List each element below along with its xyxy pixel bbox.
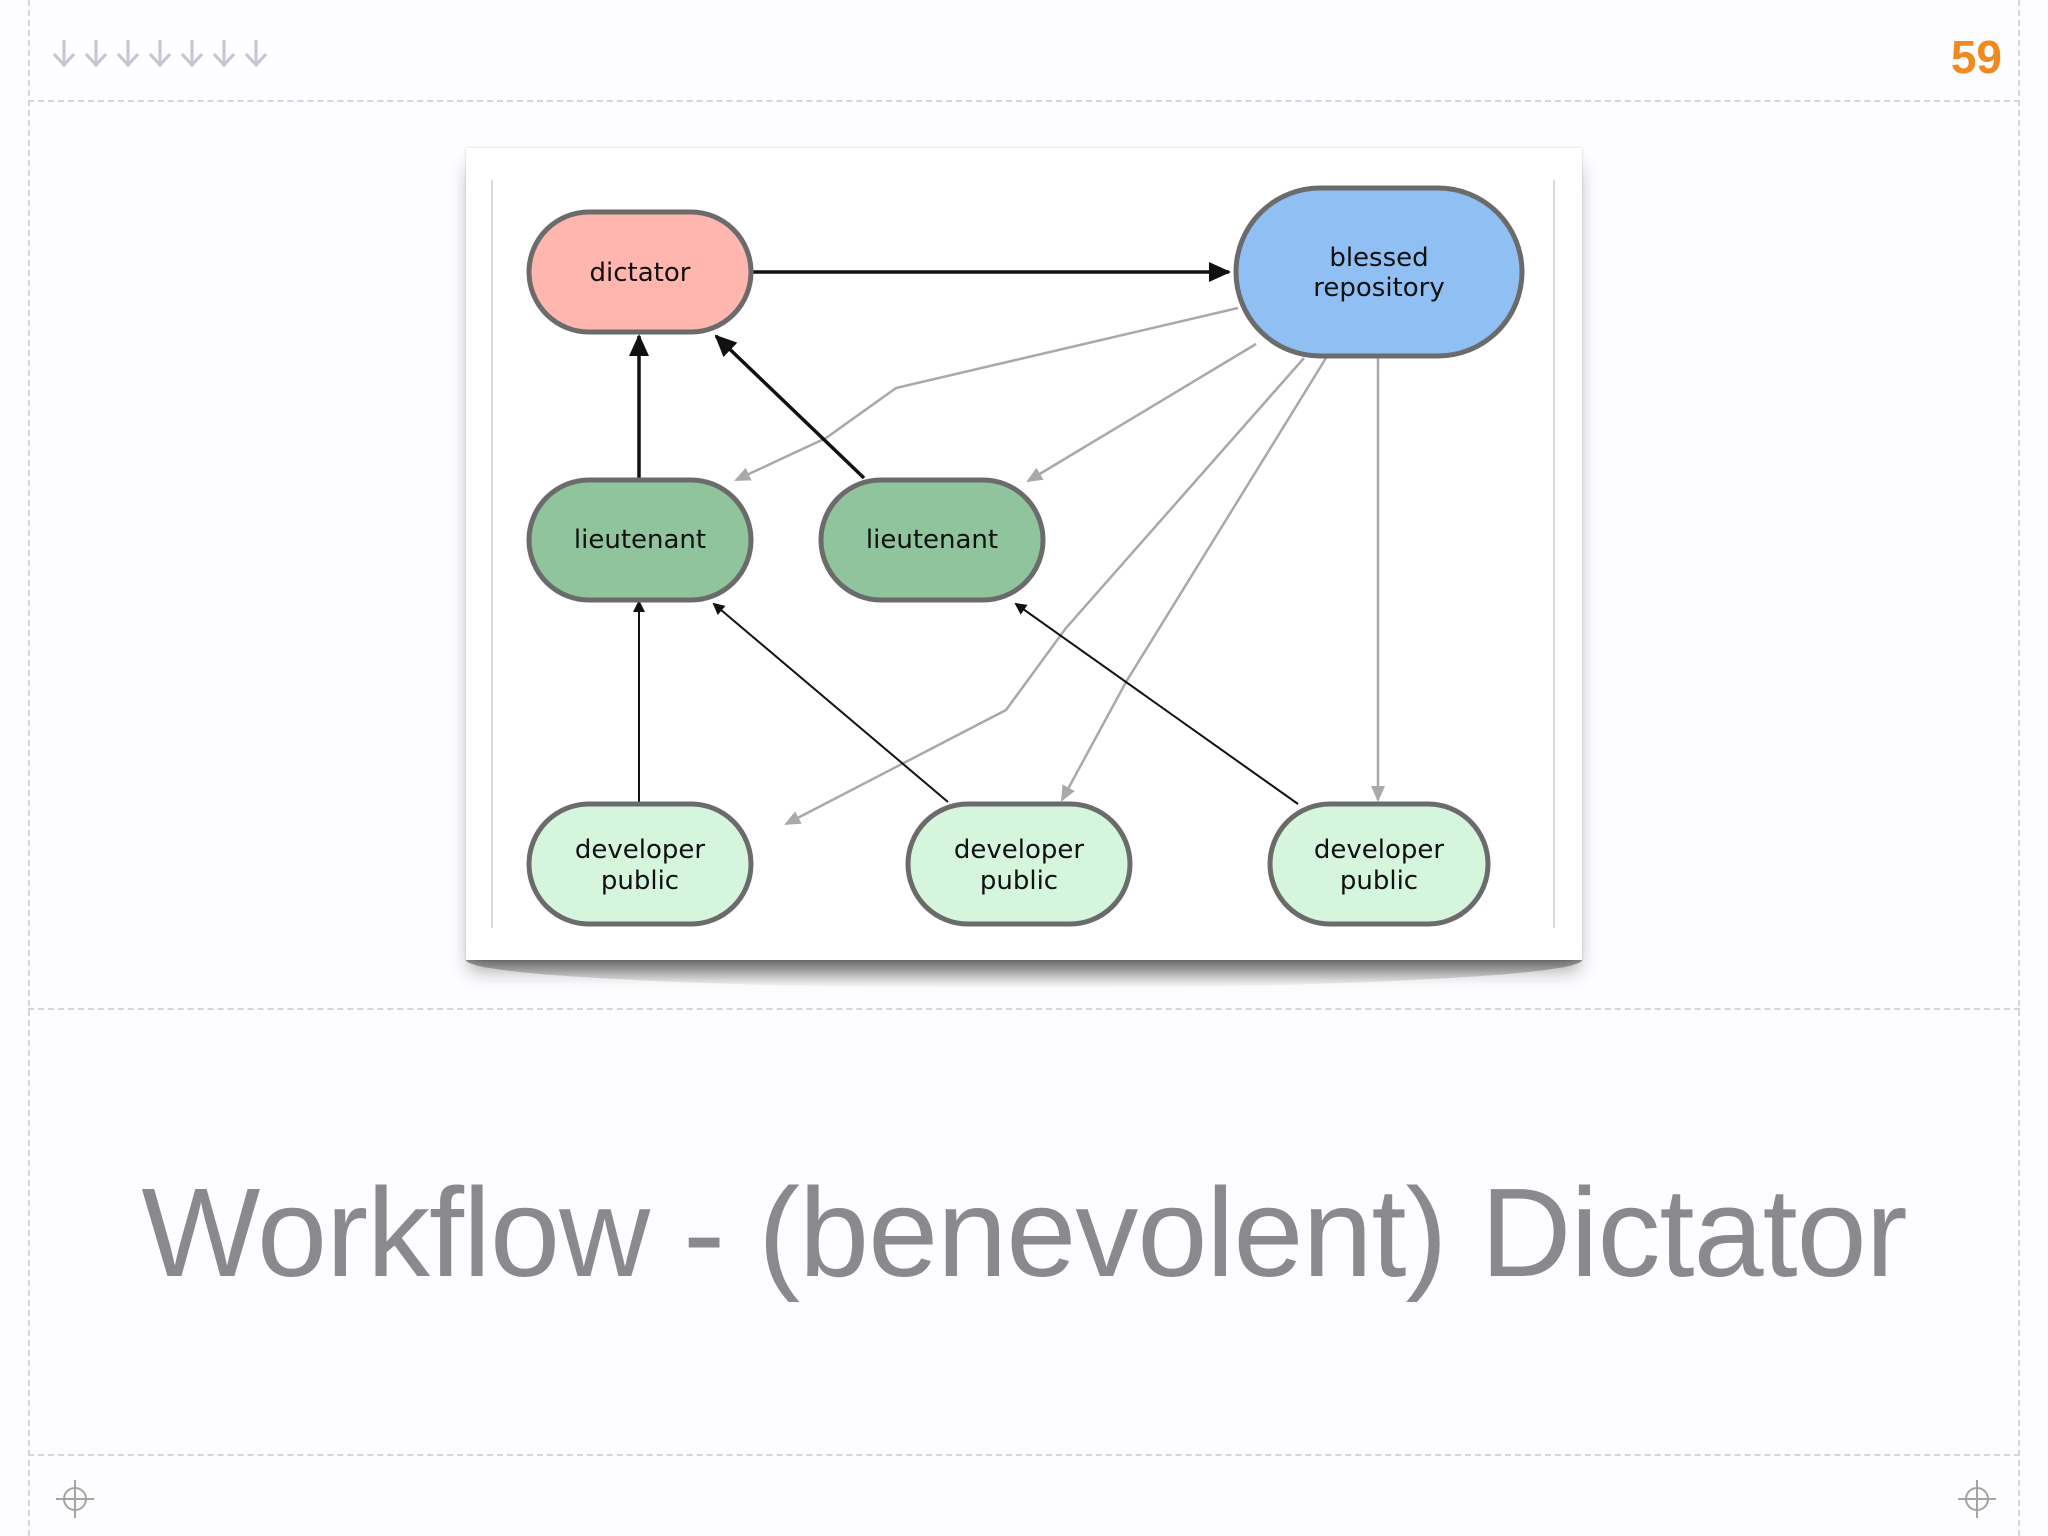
node-developer-2-line-1: developer [954,835,1085,865]
push-arrow-lieutenant-2-to-dictator [714,334,866,480]
node-lieutenant-1: lieutenant [526,477,754,603]
node-lieutenant-1-label: lieutenant [574,525,706,555]
photo-shadow [466,960,1582,988]
down-arrow-icon[interactable] [178,38,206,68]
pull-arrow-blessed-to-lieutenant-1 [734,306,1239,482]
diagram-photo: dictator blessed repository lieutenant l… [466,148,1582,960]
page-number: 59 [1950,31,2002,83]
node-developer-3-line-2: public [1340,866,1418,896]
middle-divider [28,1008,2020,1010]
node-blessed-repository: blessed repository [1233,185,1525,359]
node-developer-1-line-1: developer [575,835,706,865]
node-developer-3-line-1: developer [1314,835,1445,865]
node-lieutenant-2-label: lieutenant [866,525,998,555]
node-developer-public-3: developer public [1267,801,1491,927]
node-blessed-line-1: blessed [1329,243,1428,273]
pull-arrow-blessed-to-developer-2 [1060,357,1328,802]
node-developer-public-1: developer public [526,801,754,927]
workflow-diagram: dictator blessed repository lieutenant l… [491,180,1555,928]
bottom-divider [28,1454,2020,1456]
node-blessed-line-2: repository [1313,273,1444,303]
crosshair-icon-right [1958,1480,1996,1518]
pull-arrow-blessed-to-developer-1 [784,357,1305,826]
slide-title: Workflow - (benevolent) Dictator [141,1162,1907,1303]
push-arrow-developer-3-to-lieutenant-2 [1014,602,1299,805]
down-arrow-icon[interactable] [50,38,78,68]
down-arrow-icon[interactable] [82,38,110,68]
down-arrow-icon[interactable] [210,38,238,68]
left-guide [28,0,30,1536]
node-lieutenant-2: lieutenant [818,477,1046,603]
navigation-arrows[interactable] [50,38,270,68]
node-developer-2-line-2: public [980,866,1058,896]
pull-arrow-blessed-to-lieutenant-2 [1026,342,1257,483]
node-dictator-label: dictator [590,258,691,288]
top-divider [28,100,2020,102]
node-developer-public-2: developer public [905,801,1133,927]
right-guide [2018,0,2020,1536]
node-dictator: dictator [526,209,754,335]
down-arrow-icon[interactable] [242,38,270,68]
push-arrow-developer-2-to-lieutenant-1 [712,602,949,803]
crosshair-icon-left [56,1480,94,1518]
node-developer-1-line-2: public [601,866,679,896]
down-arrow-icon[interactable] [114,38,142,68]
down-arrow-icon[interactable] [146,38,174,68]
